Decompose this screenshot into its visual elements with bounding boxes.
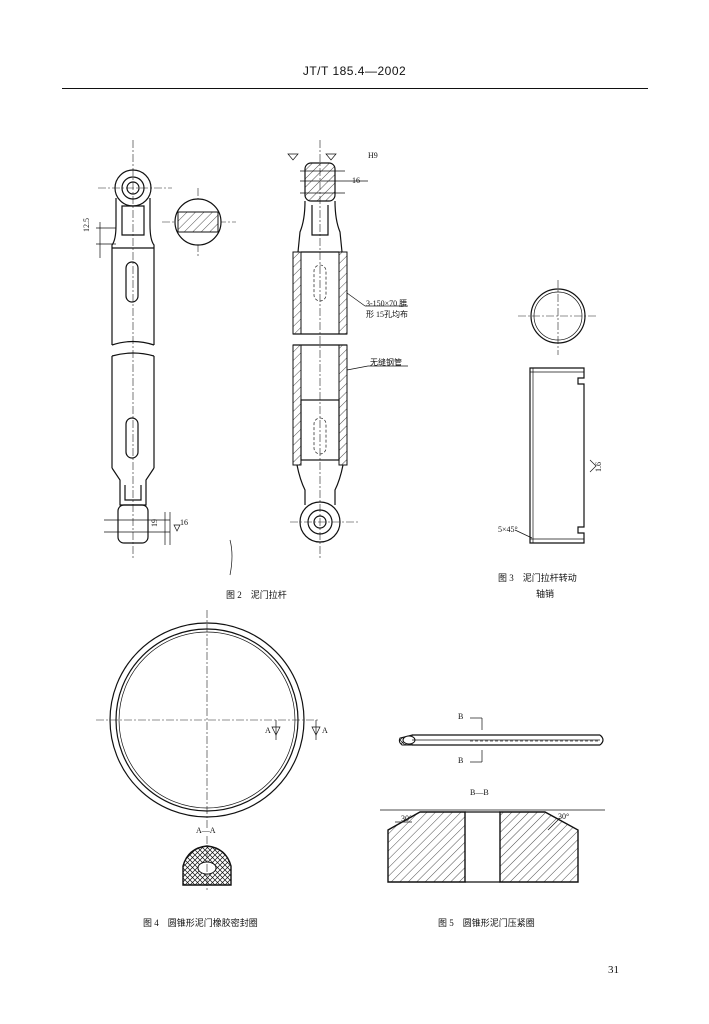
fig2-caption: 图 2 泥门拉杆 <box>226 590 287 600</box>
fig5-pressing-ring-strip <box>398 717 604 763</box>
fig2-label-h9: H9 <box>368 151 378 160</box>
fig5-mark-top: B <box>458 712 464 721</box>
fig2-label-12-5: 12.5 <box>82 218 91 232</box>
scan-mark <box>229 539 233 576</box>
fig4-section-mark-right: A <box>322 726 328 735</box>
fig5-pressing-ring-section <box>380 809 605 883</box>
fig2-label-holes-line2: 形 15孔均布 <box>366 310 408 319</box>
fig3-caption-line2: 轴销 <box>536 589 555 599</box>
fig2-label-tube: 无缝钢管 <box>370 358 402 367</box>
fig4-seal-section <box>182 836 232 892</box>
fig4-caption: 图 4 圆锥形泥门橡胶密封圈 <box>143 918 258 928</box>
fig5-angle-right: 30° <box>558 812 570 821</box>
fig3-label-chamfer: 5×45° <box>498 525 518 534</box>
fig3-caption-line1: 图 3 泥门拉杆转动 <box>498 573 577 583</box>
fig4-section-title: A—A <box>196 826 216 835</box>
fig2-rod-cross-section <box>162 188 236 258</box>
fig4-section-mark-left: A <box>265 726 271 735</box>
fig3-pivot-pin <box>514 280 598 544</box>
fig2-label-16-bottom: 16 <box>180 518 188 527</box>
fig3-label-surface: 1.6 <box>594 462 603 472</box>
fig2-rod-section-view <box>287 140 408 560</box>
fig4-seal-ring <box>96 610 321 830</box>
page-number: 31 <box>608 964 619 976</box>
fig5-section-title: B—B <box>470 788 489 797</box>
header-rule <box>62 88 648 89</box>
fig5-mark-bottom: B <box>458 756 464 765</box>
standard-code: JT/T 185.4—2002 <box>302 64 407 78</box>
fig2-label-19: 19 <box>150 519 159 527</box>
fig5-caption: 图 5 圆锥形泥门压紧圈 <box>438 918 535 928</box>
fig2-label-holes-line1: 3-150×70 腰 <box>366 299 408 308</box>
fig2-label-16-top: 16 <box>352 176 360 185</box>
fig2-rod-front-view <box>96 140 181 560</box>
fig5-angle-left: 30° <box>401 814 413 823</box>
